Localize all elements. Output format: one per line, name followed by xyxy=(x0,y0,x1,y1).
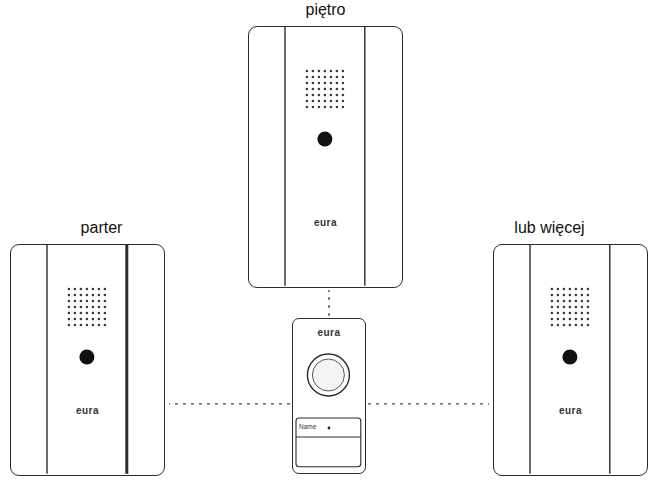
push-button xyxy=(312,359,344,391)
receiver-drawing xyxy=(494,245,646,474)
wireless-link xyxy=(169,403,290,404)
location-label: piętro xyxy=(229,1,422,19)
wireless-link xyxy=(368,403,489,404)
doorbell-button: euraName xyxy=(292,318,366,474)
receiver-unit: partereura xyxy=(10,244,165,476)
brand-logo: eura xyxy=(293,327,365,338)
name-tag-frame xyxy=(296,418,361,467)
tag-dot xyxy=(328,427,331,430)
speaker-grille xyxy=(306,70,345,109)
receiver-unit: lub więcejeura xyxy=(493,244,648,476)
receiver-drawing xyxy=(11,245,163,474)
panel-edge xyxy=(125,245,128,474)
panel-edge xyxy=(529,245,530,474)
panel-edge xyxy=(284,27,285,286)
brand-logo: eura xyxy=(494,405,647,416)
indicator-led xyxy=(562,350,577,365)
panel-edge xyxy=(364,27,365,286)
speaker-grille xyxy=(68,288,107,327)
indicator-led xyxy=(79,350,94,365)
panel-edge xyxy=(46,245,47,474)
receiver-drawing xyxy=(249,27,401,286)
brand-logo: eura xyxy=(11,405,164,416)
name-tag: Name xyxy=(299,423,316,430)
indicator-led xyxy=(317,132,332,147)
wireless-link xyxy=(328,290,329,316)
brand-logo: eura xyxy=(249,217,402,228)
panel-edge xyxy=(609,245,610,474)
location-label: parter xyxy=(5,219,198,237)
push-button-ring xyxy=(307,354,349,396)
receiver-unit: piętroeura xyxy=(248,26,403,288)
button-drawing xyxy=(293,319,364,472)
speaker-grille xyxy=(551,288,590,327)
location-label: lub więcej xyxy=(453,219,646,237)
name-tag-line xyxy=(296,437,361,438)
